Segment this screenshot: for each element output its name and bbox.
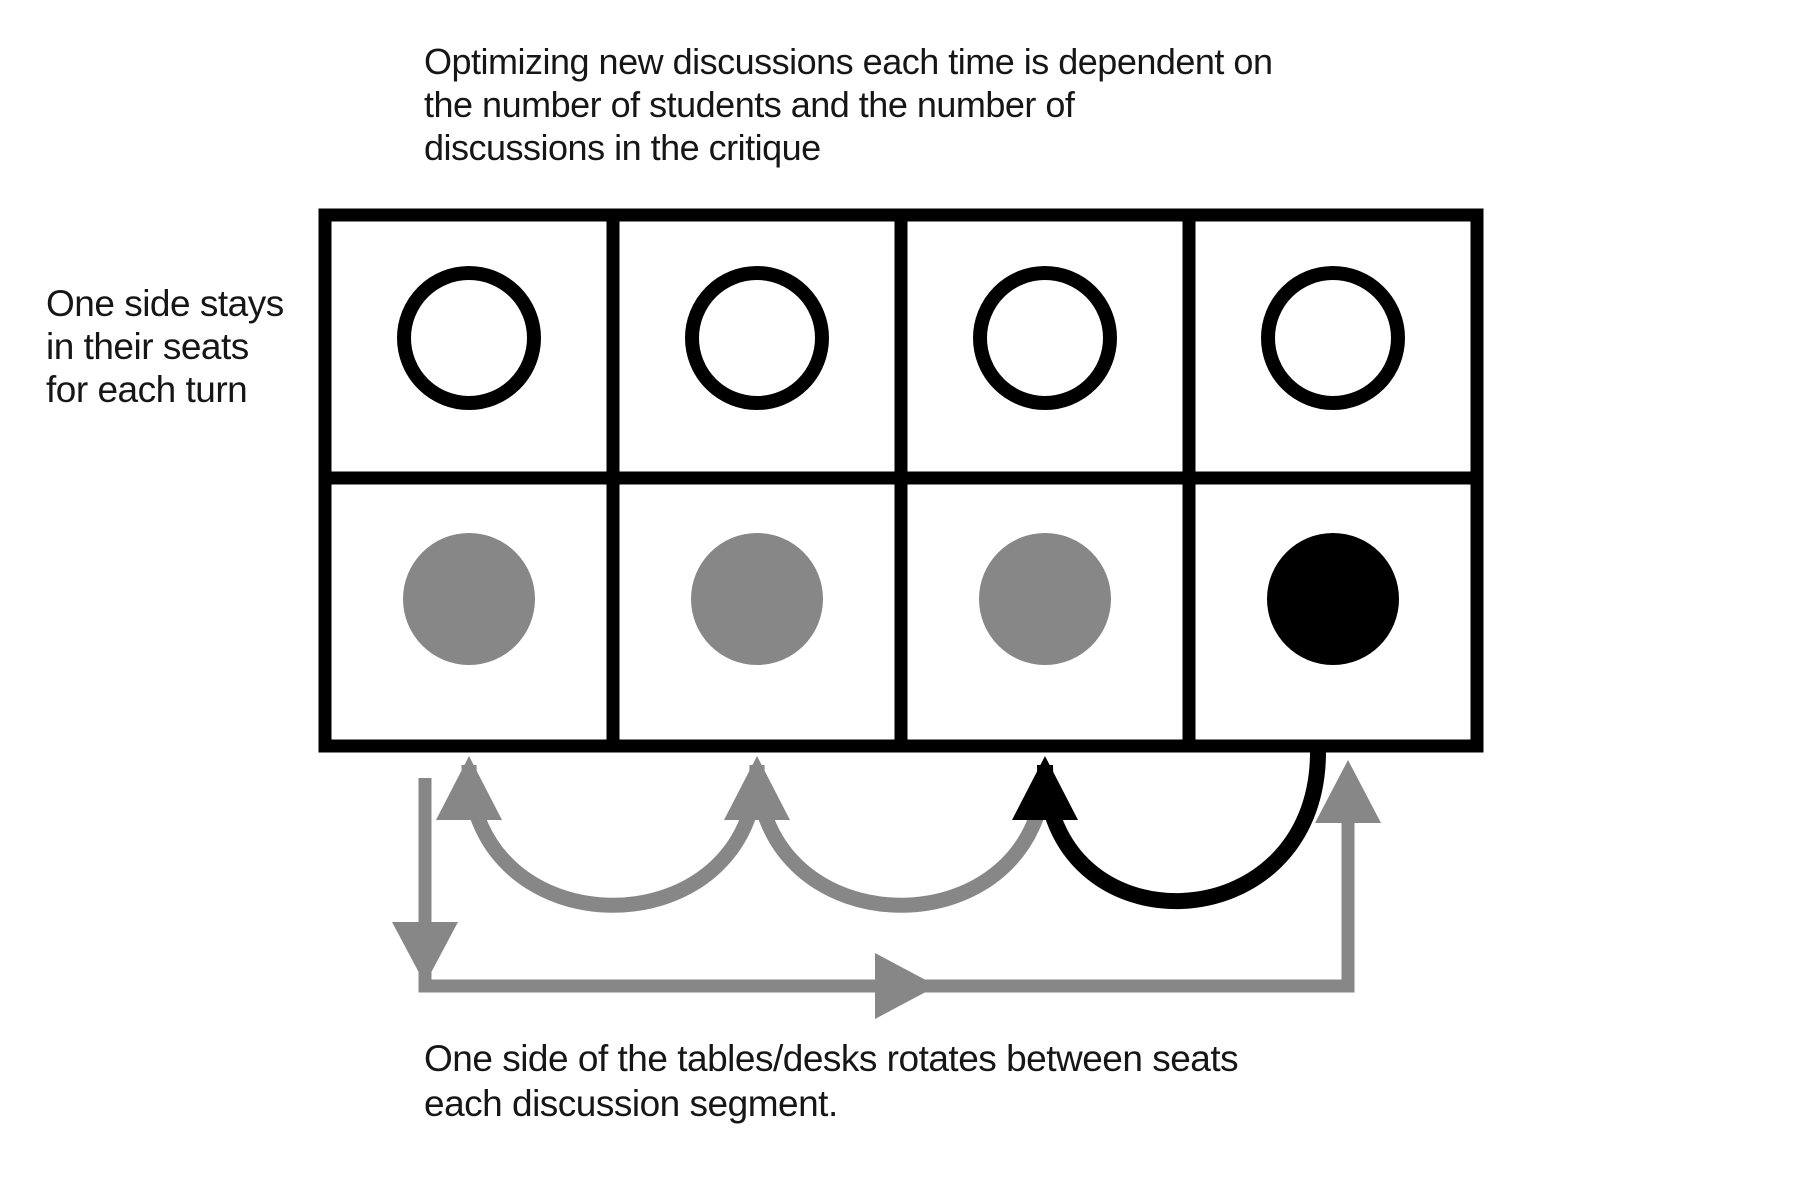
seat-circle-top-4: [1261, 266, 1405, 410]
seat-circle-bottom-1: [403, 533, 535, 665]
arrowhead-up-seat3-icon: [1012, 756, 1078, 820]
rotation-arc-seat2-to-seat1: [461, 764, 765, 913]
seat-circle-bottom-3: [979, 533, 1111, 665]
arrowhead-up-seat2-icon: [724, 756, 790, 820]
rotation-arcs: [436, 751, 1326, 913]
top-caption-line-3: discussions in the critique: [424, 127, 821, 168]
bottom-caption-line-2: each discussion segment.: [424, 1083, 838, 1124]
rotation-arc-seat4-to-seat3: [1037, 751, 1326, 909]
top-caption-line-1: Optimizing new discussions each time is …: [424, 41, 1273, 82]
bottom-row-seats: [403, 533, 1399, 665]
rotation-arc-seat3-to-seat2: [749, 764, 1053, 913]
top-caption-line-2: the number of students and the number of: [424, 84, 1075, 125]
bottom-caption: One side of the tables/desks rotates bet…: [424, 1036, 1239, 1126]
seat-circle-top-2: [685, 266, 829, 410]
arrowhead-up-seat4-icon: [1315, 760, 1381, 823]
seat-circle-bottom-2: [691, 533, 823, 665]
seat-circle-top-3: [973, 266, 1117, 410]
wrap-around-line: [418, 778, 1355, 993]
left-caption: One side stays in their seats for each t…: [46, 282, 284, 411]
left-caption-line-3: for each turn: [46, 369, 248, 410]
bottom-caption-line-1: One side of the tables/desks rotates bet…: [424, 1038, 1239, 1079]
top-row-seats: [397, 266, 1405, 410]
wrap-around-path: [392, 760, 1381, 1019]
top-caption: Optimizing new discussions each time is …: [424, 40, 1273, 169]
seat-circle-top-1: [397, 266, 541, 410]
arrowhead-down-icon: [392, 922, 458, 984]
left-caption-line-1: One side stays: [46, 283, 284, 324]
seat-circle-bottom-4: [1267, 533, 1399, 665]
arrowhead-up-seat1-icon: [436, 756, 502, 820]
seating-grid: [318, 208, 1484, 753]
arrowhead-right-icon: [875, 953, 937, 1019]
left-caption-line-2: in their seats: [46, 326, 249, 367]
